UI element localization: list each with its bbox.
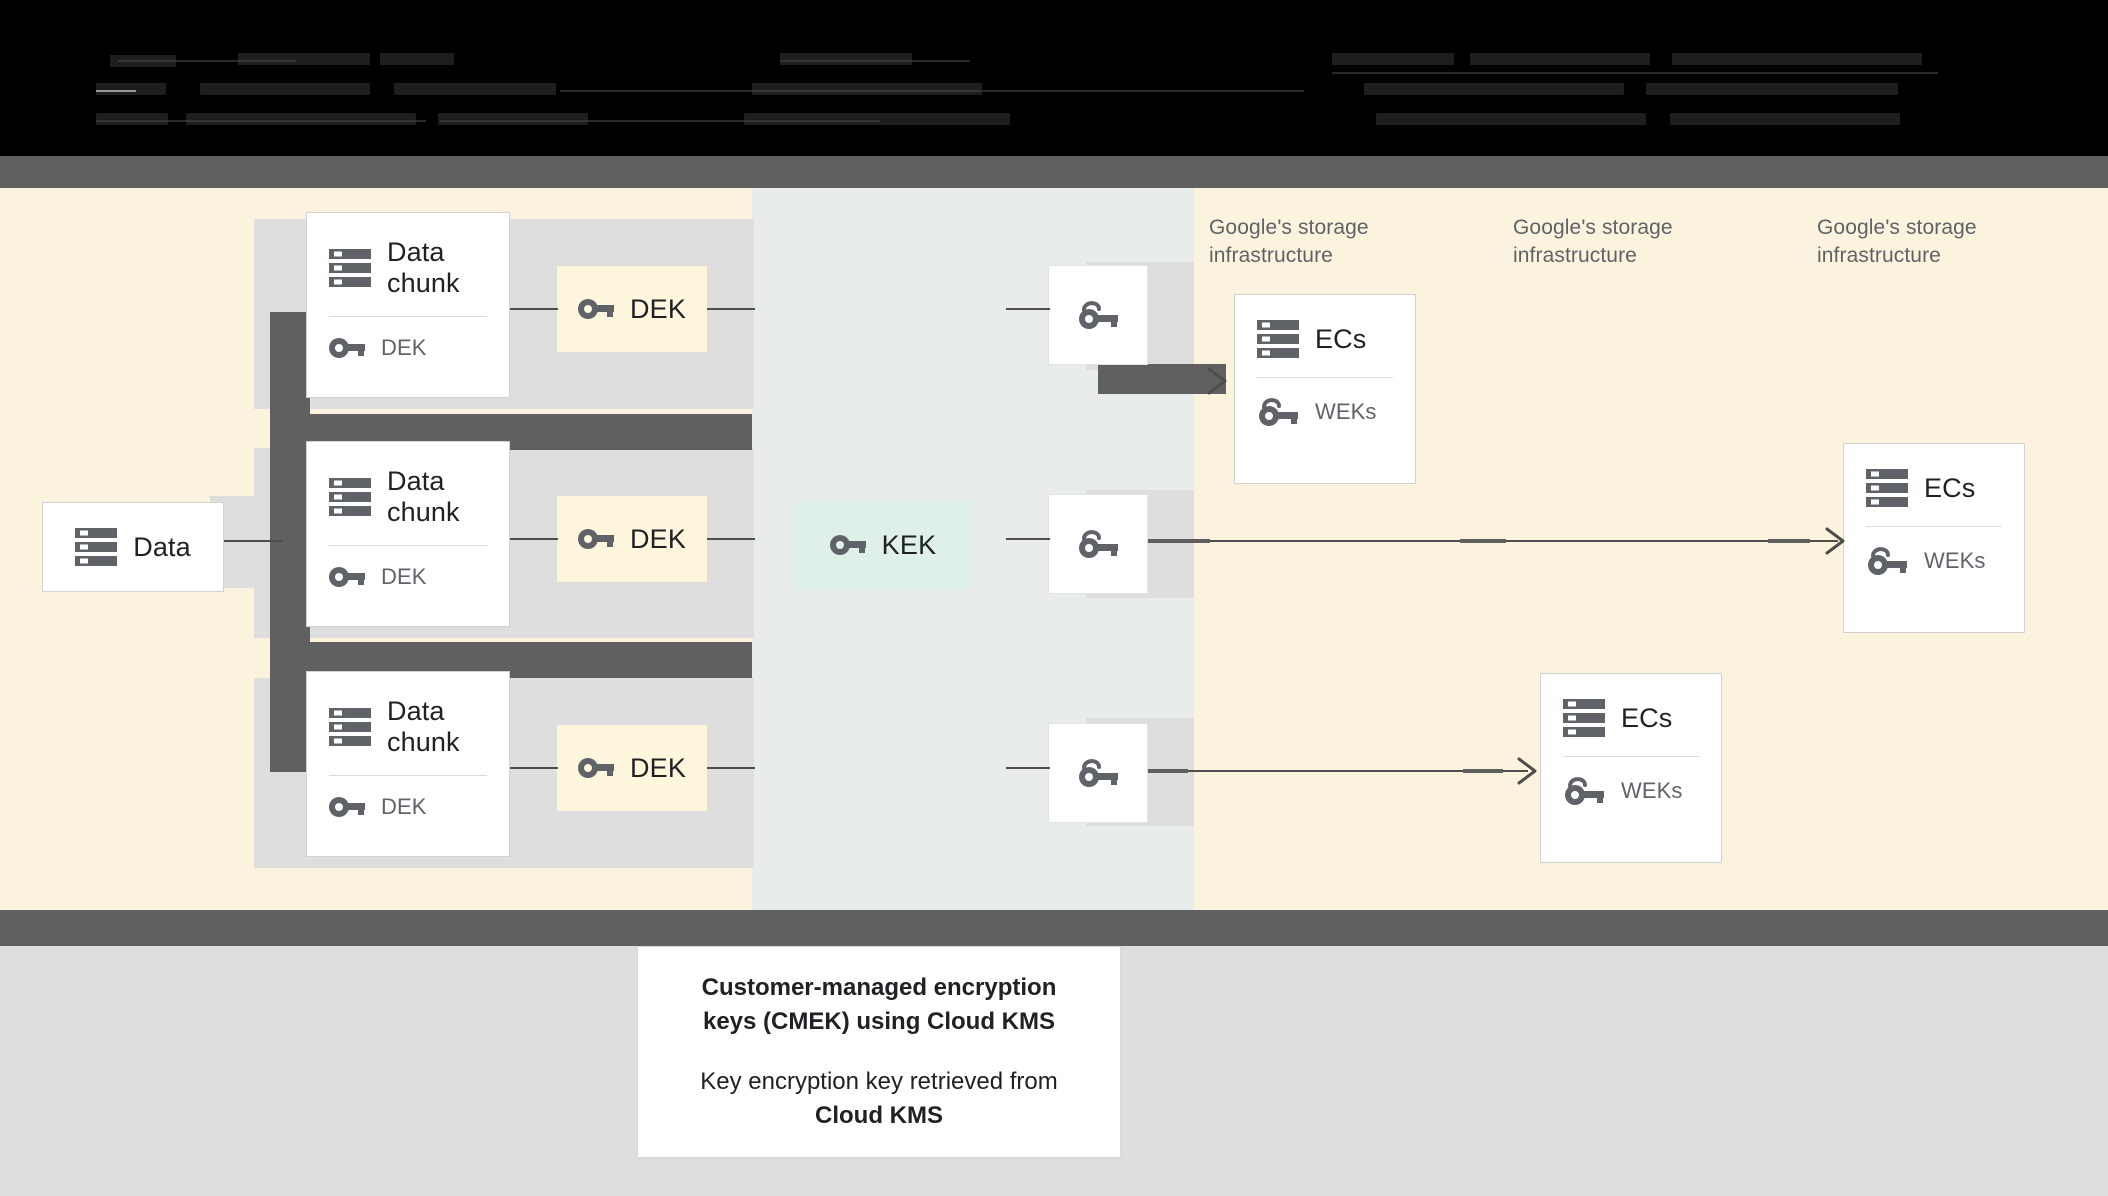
arrow-line-segment [1463, 769, 1503, 773]
card-divider [1257, 377, 1393, 378]
ecs-card: ECs WEKs [1234, 294, 1416, 484]
ecs-label: ECs [1621, 702, 1673, 733]
top-banner-background [0, 0, 2108, 156]
data-source-label: Data [133, 531, 191, 562]
arrow-line-segment [1148, 769, 1188, 773]
server-icon [1257, 319, 1299, 359]
wire-to-wrapkey-1 [1006, 308, 1050, 310]
wire-dek-out-3 [707, 767, 755, 769]
server-icon [1563, 698, 1605, 738]
wrapped-key-box [1048, 494, 1148, 594]
arrowhead-to-ecs-1 [1206, 366, 1234, 401]
weks-label: WEKs [1621, 778, 1683, 803]
infra-label: Google's storage infrastructure [1209, 216, 1369, 267]
ecs-card: ECs WEKs [1540, 673, 1722, 863]
key-icon [577, 757, 614, 779]
arrow-line-segment [1148, 539, 1210, 543]
dek-box: DEK [557, 725, 707, 811]
data-source-card: Data [42, 502, 224, 592]
server-icon [329, 477, 371, 517]
wrapkey-out-slab-1 [1098, 364, 1226, 394]
top-divider-band [0, 156, 2108, 188]
caption-subtitle: Key encryption key retrieved from Cloud … [672, 1065, 1086, 1133]
data-chunk-label: Data chunk [387, 696, 460, 757]
data-chunk-card: Data chunk DEK [306, 212, 510, 398]
server-icon [1866, 468, 1908, 508]
card-divider [1866, 526, 2002, 527]
key-icon [329, 796, 365, 818]
wire-dek-out-1 [707, 308, 755, 310]
wire-chunk-to-dek-1 [510, 308, 558, 310]
data-chunk-key-label: DEK [381, 564, 427, 589]
infra-label: Google's storage infrastructure [1513, 216, 1673, 267]
ecs-label: ECs [1924, 472, 1976, 503]
card-divider [329, 545, 487, 546]
wire-chunk-to-dek-3 [510, 767, 558, 769]
wire-dek-out-2 [707, 538, 755, 540]
key-icon [829, 534, 866, 556]
weks-label: WEKs [1315, 399, 1377, 424]
wrapped-key-box [1048, 723, 1148, 823]
wrapped-key-icon [1077, 757, 1119, 789]
server-icon [329, 707, 371, 747]
ecs-card: ECs WEKs [1843, 443, 2025, 633]
wrapped-key-icon [1563, 775, 1605, 807]
bottom-divider-band [0, 910, 2108, 946]
arrowhead-to-ecs-2 [1824, 526, 1852, 561]
dek-box: DEK [557, 266, 707, 352]
wrapped-key-icon [1077, 299, 1119, 331]
dek-label: DEK [629, 523, 687, 554]
wire-kek-to-wrapkey [1006, 538, 1050, 540]
arrow-line-segment [1460, 539, 1506, 543]
key-icon [329, 337, 365, 359]
data-chunk-label: Data chunk [387, 466, 460, 527]
weks-label: WEKs [1924, 548, 1986, 573]
caption-box: Customer-managed encryption keys (CMEK) … [637, 946, 1121, 1158]
dek-label: DEK [629, 293, 687, 324]
wrapped-key-icon [1077, 528, 1119, 560]
kek-label: KEK [881, 529, 937, 560]
wrapped-key-box [1048, 265, 1148, 365]
wire-data-to-trunk [224, 540, 282, 542]
server-icon [75, 527, 118, 567]
server-icon [329, 248, 371, 288]
card-divider [1563, 756, 1699, 757]
wrapped-key-icon [1257, 396, 1299, 428]
wire-to-wrapkey-3 [1006, 767, 1050, 769]
card-divider [329, 775, 487, 776]
key-icon [329, 566, 365, 588]
data-chunk-key-label: DEK [381, 335, 427, 360]
card-divider [329, 316, 487, 317]
data-chunk-card: Data chunk DEK [306, 671, 510, 857]
ecs-label: ECs [1315, 323, 1367, 354]
fanout-trunk-slab [270, 312, 310, 772]
data-chunk-card: Data chunk DEK [306, 441, 510, 627]
caption-subtitle-strong: Cloud KMS [815, 1102, 943, 1130]
wire-chunk-to-dek-2 [510, 538, 558, 540]
arrowhead-to-ecs-3 [1516, 756, 1544, 791]
caption-title: Customer-managed encryption keys (CMEK) … [701, 973, 1057, 1035]
infra-label: Google's storage infrastructure [1817, 216, 1977, 267]
dek-box: DEK [557, 496, 707, 582]
key-icon [577, 298, 614, 320]
data-chunk-label: Data chunk [387, 237, 460, 298]
dek-label: DEK [629, 752, 687, 783]
data-chunk-key-label: DEK [381, 794, 427, 819]
caption-subtitle-prefix: Key encryption key retrieved from [700, 1068, 1058, 1095]
wrapped-key-icon [1866, 545, 1908, 577]
arrow-line-to-ecs-3 [1148, 770, 1528, 772]
arrow-line-segment [1768, 539, 1810, 543]
kek-box: KEK [795, 500, 971, 590]
key-icon [577, 528, 614, 550]
